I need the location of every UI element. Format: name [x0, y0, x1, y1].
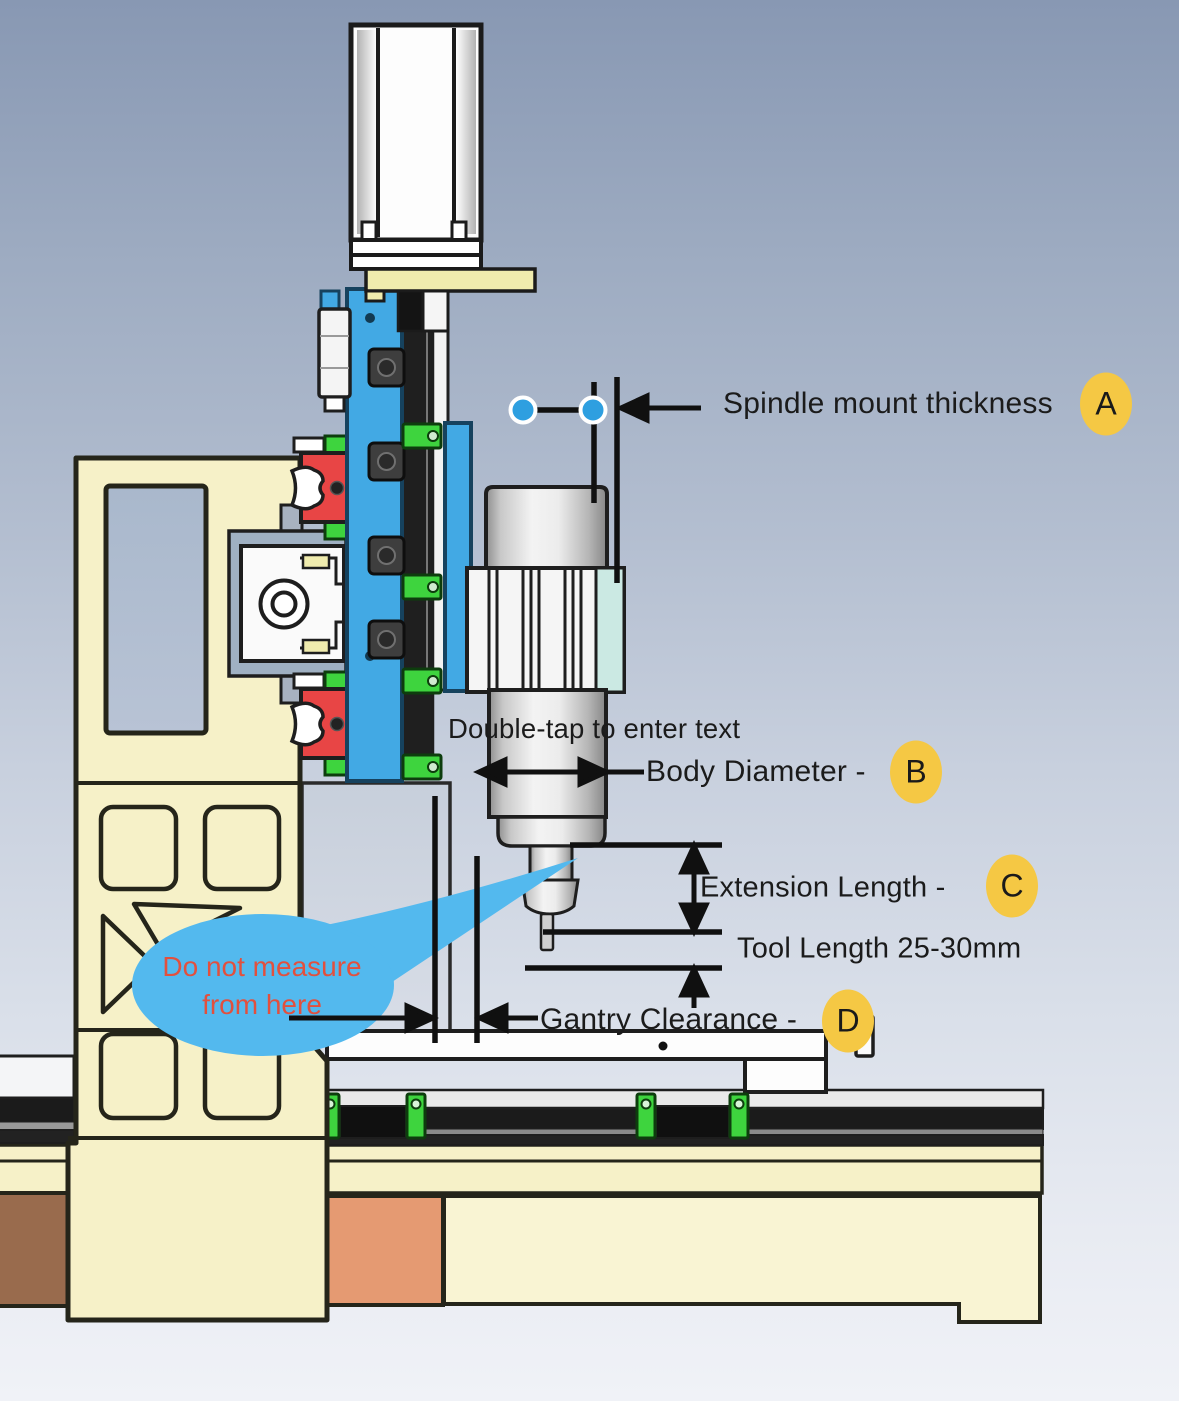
- arrow-gantry-right: [404, 1002, 439, 1034]
- arrow-spindle-mount: [615, 392, 650, 424]
- arrow-gantry-left: [474, 1002, 509, 1034]
- badge-d[interactable]: D: [822, 989, 874, 1053]
- badge-a[interactable]: A: [1080, 372, 1132, 436]
- tool-length-label[interactable]: Tool Length 25-30mm: [737, 932, 1022, 965]
- spindle: [465, 485, 626, 952]
- z-screw-blocks: [367, 347, 406, 660]
- arrow-extension-up: [678, 840, 710, 875]
- clamp-dovetail: [289, 701, 325, 747]
- stepper-motor: [348, 22, 537, 333]
- spindle-top-cylinder: [484, 485, 609, 572]
- rail-clamp-upper: [289, 434, 351, 541]
- body-diameter-label[interactable]: Body Diameter -: [646, 755, 866, 788]
- x-axis-motor-mount: [227, 503, 349, 705]
- gantry-clearance-label[interactable]: Gantry Clearance -: [540, 1003, 798, 1036]
- z-axis-assembly: [317, 287, 473, 783]
- drag-handle-left[interactable]: [508, 395, 538, 425]
- arrow-extension-down: [678, 902, 710, 937]
- arrow-body-diameter-left: [473, 756, 508, 788]
- z-bearing-blocks: [401, 422, 443, 781]
- column-pocket-triangle: [100, 913, 156, 1015]
- extension-length-label[interactable]: Extension Length -: [700, 871, 946, 904]
- callout-line-1: Do not measure: [162, 951, 362, 982]
- column-window-cutout: [103, 483, 209, 736]
- rail-clamp-lower: [289, 670, 351, 777]
- clamp-dovetail: [289, 465, 325, 511]
- spindle-mount-teal-edge: [594, 566, 626, 694]
- column-pocket: [202, 804, 282, 892]
- text-entry-placeholder[interactable]: Double-tap to enter text: [448, 713, 741, 744]
- badge-b[interactable]: B: [890, 740, 942, 804]
- bearing-carriage-right: [635, 1092, 750, 1140]
- arrow-body-diameter-right: [577, 756, 612, 788]
- spindle-mount-thickness-label[interactable]: Spindle mount thickness: [723, 387, 1053, 420]
- drag-handle-right[interactable]: [578, 395, 608, 425]
- base-right-block: [442, 1194, 1042, 1324]
- badge-c[interactable]: C: [986, 854, 1038, 918]
- callout-line-2: from here: [202, 989, 322, 1020]
- callout-text[interactable]: Do not measure from here: [112, 948, 412, 1024]
- motor-bracket: [364, 267, 537, 293]
- arrow-tool-up: [678, 963, 710, 998]
- column-pocket: [98, 804, 179, 892]
- column-pocket: [98, 1031, 179, 1121]
